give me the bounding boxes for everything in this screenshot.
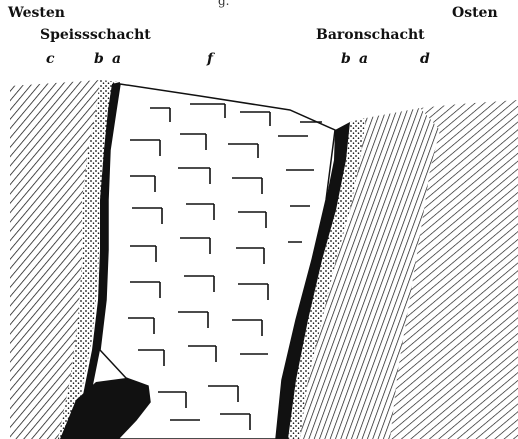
section-drawing — [0, 0, 518, 439]
geological-cross-section: g. Westen Osten Speissschacht Baronschac… — [0, 0, 518, 439]
